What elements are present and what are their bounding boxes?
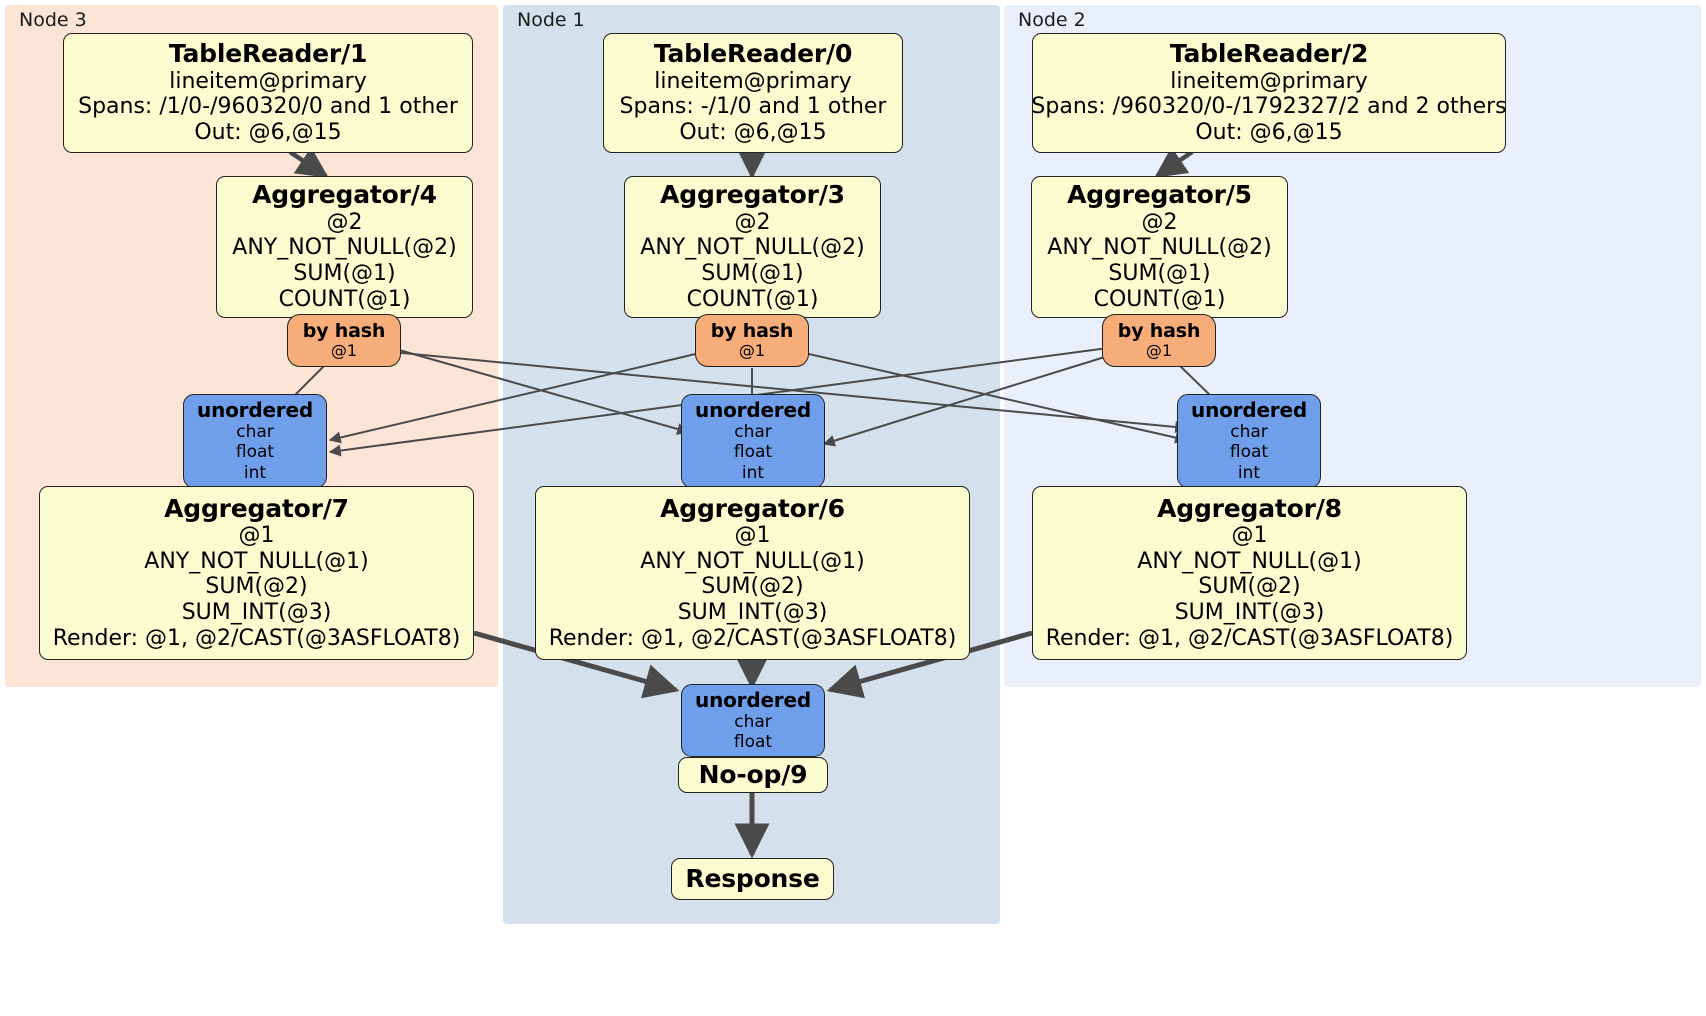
node-title: Aggregator/8 — [1157, 493, 1342, 523]
node-line: Out: @6,@15 — [1195, 119, 1343, 145]
node-line: SUM_INT(@3) — [1174, 599, 1325, 625]
sync-line: char — [236, 421, 274, 442]
node-aggregator-8[interactable]: Aggregator/8 @1 ANY_NOT_NULL(@1) SUM(@2)… — [1032, 486, 1467, 660]
node-line: Spans: /1/0-/960320/0 and 1 other — [78, 94, 458, 120]
edge-agg8-syncfinal — [826, 630, 1033, 699]
node-line: ANY_NOT_NULL(@2) — [1047, 235, 1272, 261]
router-title: by hash — [302, 320, 386, 343]
node-line: @1 — [734, 522, 771, 548]
sync-title: unordered — [695, 397, 811, 422]
sync-title: unordered — [695, 687, 811, 712]
node-line: SUM(@2) — [205, 574, 308, 600]
router-by-hash-left[interactable]: by hash @1 — [287, 314, 401, 367]
sync-title: unordered — [197, 397, 313, 422]
sync-line: float — [733, 442, 773, 463]
node-line: COUNT(@1) — [686, 286, 819, 312]
panel-label-node-3: Node 3 — [19, 9, 87, 31]
node-aggregator-5[interactable]: Aggregator/5 @2 ANY_NOT_NULL(@2) SUM(@1)… — [1031, 176, 1288, 318]
node-title: TableReader/0 — [653, 39, 853, 69]
node-line: COUNT(@1) — [1093, 286, 1226, 312]
panel-label-node-2: Node 2 — [1018, 9, 1086, 31]
node-line: ANY_NOT_NULL(@1) — [640, 548, 865, 574]
node-line: Out: @6,@15 — [679, 119, 827, 145]
node-aggregator-6[interactable]: Aggregator/6 @1 ANY_NOT_NULL(@1) SUM(@2)… — [535, 486, 970, 660]
router-line: @1 — [1145, 341, 1173, 361]
edge-routerR-syncR — [1175, 361, 1216, 401]
node-aggregator-3[interactable]: Aggregator/3 @2 ANY_NOT_NULL(@2) SUM(@1)… — [624, 176, 881, 318]
edge-routerR-syncC — [822, 355, 1109, 447]
edge-tr1-agg4 — [288, 147, 329, 178]
node-line: Spans: -/1/0 and 1 other — [619, 94, 887, 120]
node-title: Aggregator/5 — [1067, 180, 1252, 210]
node-line: SUM(@1) — [293, 261, 396, 287]
node-line: ANY_NOT_NULL(@2) — [640, 235, 865, 261]
sync-line: int — [741, 462, 765, 483]
node-line: @2 — [1141, 209, 1178, 235]
node-tablereader-0[interactable]: TableReader/0 lineitem@primary Spans: -/… — [603, 33, 903, 153]
sync-unordered-right[interactable]: unordered char float int — [1177, 394, 1321, 488]
sync-unordered-final[interactable]: unordered char float — [681, 684, 825, 757]
sync-line: float — [733, 732, 773, 752]
node-title: Aggregator/6 — [660, 493, 845, 523]
node-tablereader-1[interactable]: TableReader/1 lineitem@primary Spans: /1… — [63, 33, 473, 153]
node-response[interactable]: Response — [671, 858, 834, 900]
node-aggregator-4[interactable]: Aggregator/4 @2 ANY_NOT_NULL(@2) SUM(@1)… — [216, 176, 473, 318]
node-line: COUNT(@1) — [278, 286, 411, 312]
node-title: TableReader/2 — [1169, 39, 1369, 69]
router-by-hash-right[interactable]: by hash @1 — [1102, 314, 1216, 367]
node-line: @1 — [238, 522, 275, 548]
node-title: No-op/9 — [698, 759, 808, 789]
node-line: ANY_NOT_NULL(@2) — [232, 235, 457, 261]
node-line: @2 — [326, 209, 363, 235]
sync-title: unordered — [1191, 397, 1307, 422]
sync-line: int — [1237, 462, 1261, 483]
node-line: Out: @6,@15 — [194, 119, 342, 145]
router-line: @1 — [738, 341, 766, 361]
sync-line: char — [734, 421, 772, 442]
node-title: Aggregator/3 — [660, 180, 845, 210]
node-line: lineitem@primary — [169, 68, 367, 94]
node-line: Render: @1, @2/CAST(@3ASFLOAT8) — [52, 625, 461, 651]
node-line: SUM(@1) — [1108, 261, 1211, 287]
sync-line: float — [1229, 442, 1269, 463]
node-line: lineitem@primary — [654, 68, 852, 94]
node-line: Render: @1, @2/CAST(@3ASFLOAT8) — [1045, 625, 1454, 651]
sync-line: float — [235, 442, 275, 463]
node-aggregator-7[interactable]: Aggregator/7 @1 ANY_NOT_NULL(@1) SUM(@2)… — [39, 486, 474, 660]
node-line: ANY_NOT_NULL(@1) — [1137, 548, 1362, 574]
sync-unordered-center[interactable]: unordered char float int — [681, 394, 825, 488]
node-no-op-9[interactable]: No-op/9 — [678, 757, 828, 793]
node-line: @2 — [734, 209, 771, 235]
node-line: SUM(@2) — [701, 574, 804, 600]
node-line: Render: @1, @2/CAST(@3ASFLOAT8) — [548, 625, 957, 651]
node-title: Response — [685, 863, 820, 893]
node-line: SUM(@2) — [1198, 574, 1301, 600]
node-line: Spans: /960320/0-/1792327/2 and 2 others — [1031, 94, 1507, 120]
panel-label-node-1: Node 1 — [517, 9, 585, 31]
node-line: ANY_NOT_NULL(@1) — [144, 548, 369, 574]
edge-tr2-agg5 — [1154, 146, 1194, 178]
node-line: SUM(@1) — [701, 261, 804, 287]
node-title: TableReader/1 — [168, 39, 368, 69]
node-line: SUM_INT(@3) — [677, 599, 828, 625]
edge-agg7-syncfinal — [473, 630, 680, 699]
sync-line: int — [243, 462, 267, 483]
sync-line: char — [734, 711, 772, 732]
router-by-hash-center[interactable]: by hash @1 — [695, 314, 809, 367]
node-title: Aggregator/4 — [252, 180, 437, 210]
router-title: by hash — [710, 320, 794, 343]
edge-routerC-syncR — [799, 351, 1188, 444]
node-tablereader-2[interactable]: TableReader/2 lineitem@primary Spans: /9… — [1031, 33, 1507, 153]
node-title: Aggregator/7 — [164, 493, 349, 523]
router-line: @1 — [330, 341, 358, 361]
sync-unordered-left[interactable]: unordered char float int — [183, 394, 327, 488]
node-line: SUM_INT(@3) — [181, 599, 332, 625]
sync-line: char — [1230, 421, 1268, 442]
node-line: @1 — [1231, 522, 1268, 548]
node-line: lineitem@primary — [1170, 68, 1368, 94]
router-title: by hash — [1117, 320, 1201, 343]
edge-routerC-syncL — [328, 351, 705, 444]
